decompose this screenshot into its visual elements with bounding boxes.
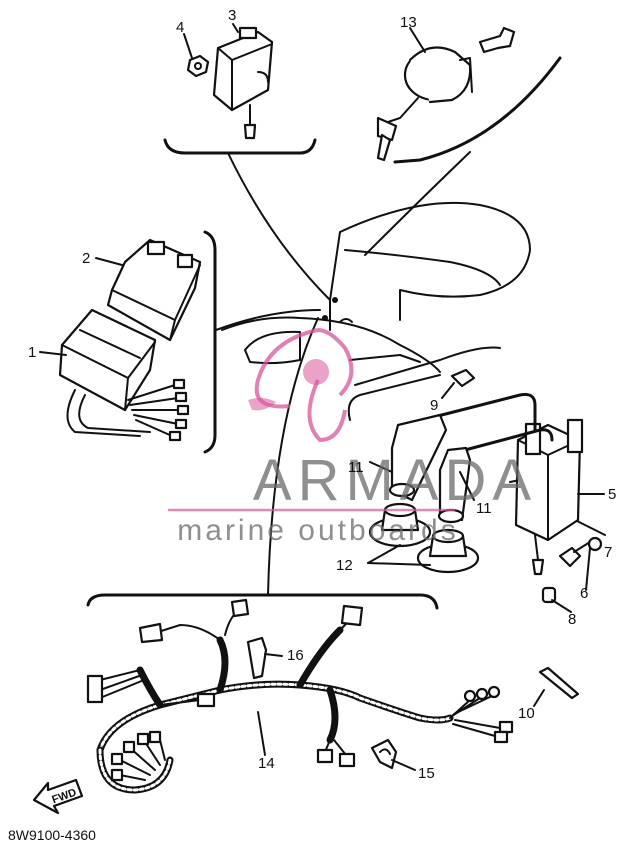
callout-15: 15 bbox=[418, 765, 435, 782]
diagram-code: 8W9100-4360 bbox=[8, 827, 96, 843]
tie-part-10[interactable] bbox=[538, 666, 580, 700]
callout-5: 5 bbox=[608, 486, 616, 503]
watermark-tagline: marine outboards bbox=[177, 514, 458, 547]
callout-4: 4 bbox=[176, 19, 184, 36]
ignition-coil-part-5[interactable] bbox=[514, 418, 584, 576]
main-switch-part-13[interactable] bbox=[376, 26, 516, 162]
bolt-part-6[interactable] bbox=[558, 541, 591, 568]
cap-part-8[interactable] bbox=[541, 586, 557, 604]
cdi-unit-part-2[interactable] bbox=[106, 238, 202, 342]
callout-14: 14 bbox=[258, 755, 275, 772]
callout-numbers: 1 2 3 4 5 6 7 8 9 10 11 11 12 13 14 15 1… bbox=[28, 7, 616, 782]
plug-lead-part-11-b[interactable] bbox=[437, 428, 554, 524]
callout-11-a: 11 bbox=[348, 459, 364, 476]
callout-3: 3 bbox=[228, 7, 236, 24]
callout-13: 13 bbox=[400, 14, 417, 31]
callout-12: 12 bbox=[336, 557, 353, 574]
cdi-unit-part-1[interactable] bbox=[58, 308, 190, 442]
callout-8: 8 bbox=[568, 611, 576, 628]
callout-10: 10 bbox=[518, 705, 535, 722]
grommet-part-12-b[interactable] bbox=[416, 528, 480, 574]
nut-part-4[interactable] bbox=[186, 54, 210, 78]
watermark-brand: ARMADA bbox=[253, 448, 537, 513]
callout-7: 7 bbox=[604, 544, 612, 561]
clip-part-9[interactable] bbox=[450, 368, 476, 388]
callout-6: 6 bbox=[580, 585, 588, 602]
plug-lead-part-11-a[interactable] bbox=[388, 393, 537, 502]
forward-arrow-icon: FWD bbox=[32, 778, 84, 815]
callout-leaders bbox=[39, 23, 605, 771]
rectifier-part-3[interactable] bbox=[212, 26, 274, 140]
band-part-16[interactable] bbox=[246, 636, 268, 680]
callout-16: 16 bbox=[287, 647, 304, 664]
callout-2: 2 bbox=[82, 250, 90, 267]
wire-harness-part-14[interactable] bbox=[86, 598, 514, 794]
callout-1: 1 bbox=[28, 344, 36, 361]
washer-part-7[interactable] bbox=[587, 536, 603, 552]
watermark: ARMADA marine outboards bbox=[168, 328, 537, 547]
watermark-logo bbox=[248, 328, 354, 443]
leader-lines bbox=[86, 56, 606, 610]
engine-outline bbox=[221, 201, 531, 421]
callout-9: 9 bbox=[430, 397, 438, 414]
clamp-part-15[interactable] bbox=[370, 738, 398, 770]
callout-11-b: 11 bbox=[476, 500, 492, 517]
